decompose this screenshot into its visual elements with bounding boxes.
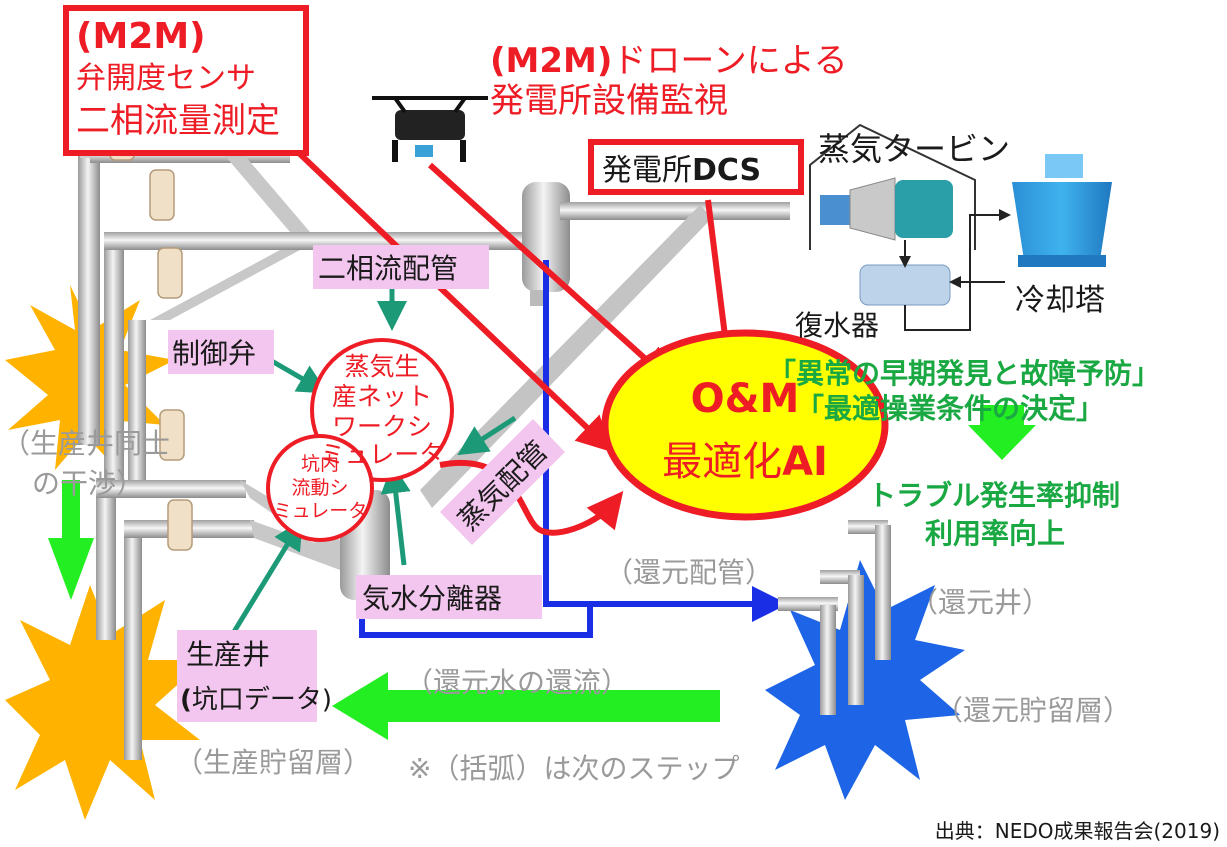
next-step-note: ※（括弧）は次のステップ	[408, 752, 739, 785]
result-labels: トラブル発生率抑制 利用率向上	[868, 479, 1120, 550]
reinjection-well-label: （還元井）	[910, 586, 1050, 619]
production-piping	[78, 139, 524, 760]
turbine-label: 蒸気タービン	[818, 130, 1010, 168]
separator-label: 気水分離器	[362, 582, 502, 615]
svg-text:産ネット: 産ネット	[332, 382, 432, 411]
pink-label-backgrounds	[168, 245, 565, 722]
drone-caption-line1: (M2M)ドローンによる	[490, 41, 848, 81]
green-down-arrow-left	[48, 480, 94, 600]
m2m-sensor-tag: (M2M)	[76, 16, 206, 57]
reinjection-reservoir-label: （還元貯留層）	[935, 694, 1131, 727]
wellhead-data-label: (坑口データ)	[180, 685, 332, 715]
m2m-sensor-box	[63, 5, 309, 156]
well-interference-label: （生産井同士 の干渉）	[2, 427, 170, 500]
condenser-label: 復水器	[795, 309, 879, 342]
ai-ellipse	[601, 329, 889, 521]
production-well-label: 生産井	[186, 638, 270, 671]
svg-text:「異常の早期発見と故障予防」: 「異常の早期発見と故障予防」	[768, 357, 1160, 390]
steam-turbine	[820, 177, 953, 241]
svg-text:利用率向上: 利用率向上	[925, 517, 1065, 550]
drone-icon	[372, 96, 488, 162]
reinjection-pipe-label: （還元配管）	[605, 556, 773, 589]
condenser	[859, 264, 951, 306]
turbine-house-outline	[809, 123, 976, 250]
two-phase-pipe-label: 二相流配管	[318, 252, 458, 285]
reinjection-pipe-arrow	[543, 260, 788, 622]
cooling-tower	[1012, 154, 1112, 267]
dcs-label: 発電所DCS	[602, 153, 761, 188]
svg-text:坑内: 坑内	[301, 453, 339, 475]
cooling-tower-label: 冷却塔	[1015, 283, 1105, 318]
condenser-to-tower-loop	[904, 209, 1011, 331]
svg-text:蒸気生: 蒸気生	[344, 352, 419, 381]
reinjection-wells	[778, 520, 891, 715]
production-reservoir-lower-burst	[5, 585, 205, 820]
wellbore-sim-label: 坑内 流動シ ミュレータ	[273, 453, 368, 522]
svg-text:ミュレータ: ミュレータ	[273, 500, 368, 522]
return-flow-arrow	[332, 672, 720, 740]
svg-text:ミュレータ: ミュレータ	[320, 440, 445, 469]
m2m-sensor-line1: 弁開度センサ	[76, 61, 256, 96]
green-down-arrow-right	[968, 405, 1036, 460]
svg-text:「最適操業条件の決定」: 「最適操業条件の決定」	[796, 392, 1104, 425]
wellbore-sim-circle	[266, 434, 374, 542]
teal-arrows	[229, 286, 517, 637]
production-reservoir-label: （生産貯留層）	[175, 746, 371, 779]
svg-text:トラブル発生率抑制: トラブル発生率抑制	[868, 479, 1120, 512]
steam-main-pipe	[560, 202, 790, 220]
drone-caption-line2: 発電所設備監視	[490, 81, 728, 121]
svg-text:ワークシ: ワークシ	[332, 412, 432, 441]
ai-line2: 最適化AI	[662, 439, 828, 485]
steam-network-sim-label: 蒸気生 産ネット ワークシ ミュレータ	[320, 352, 445, 469]
svg-text:流動シ: 流動シ	[291, 477, 348, 499]
dcs-box	[588, 139, 804, 195]
goal-labels: 「異常の早期発見と故障予防」 「最適操業条件の決定」	[768, 357, 1160, 425]
source-note: 出典：NEDO成果報告会(2019)	[935, 819, 1220, 843]
ai-line1: O&M	[691, 376, 800, 422]
svg-text:の干渉）: の干渉）	[32, 467, 144, 500]
svg-text:（生産井同士: （生産井同士	[2, 427, 170, 460]
reinjection-reservoir-burst	[765, 560, 965, 800]
control-valve-label: 制御弁	[172, 337, 256, 370]
m2m-sensor-line2: 二相流量測定	[76, 101, 280, 141]
return-flow-label: （還元水の還流）	[405, 666, 629, 699]
